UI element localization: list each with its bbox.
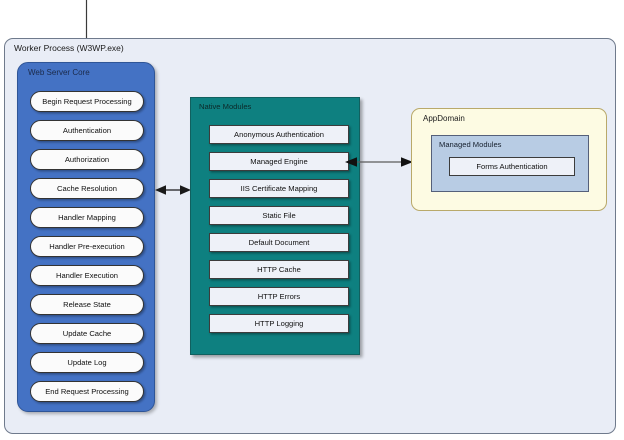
- pipeline-stage-authorization[interactable]: Authorization: [30, 149, 144, 170]
- pipeline-stage-authentication[interactable]: Authentication: [30, 120, 144, 141]
- pipeline-stage-label: End Request Processing: [45, 387, 129, 396]
- native-modules-label: Native Modules: [199, 102, 252, 111]
- pipeline-stage-label: Cache Resolution: [57, 184, 117, 193]
- native-module-http-cache[interactable]: HTTP Cache: [209, 260, 349, 279]
- native-module-http-errors[interactable]: HTTP Errors: [209, 287, 349, 306]
- native-module-label: Managed Engine: [250, 157, 308, 166]
- pipeline-stage-cache-resolution[interactable]: Cache Resolution: [30, 178, 144, 199]
- native-module-iis-certificate-mapping[interactable]: IIS Certificate Mapping: [209, 179, 349, 198]
- managed-module-label: Forms Authentication: [476, 162, 548, 171]
- native-module-label: Anonymous Authentication: [234, 130, 324, 139]
- native-module-label: Default Document: [248, 238, 310, 247]
- pipeline-stage-label: Release State: [63, 300, 111, 309]
- native-module-static-file[interactable]: Static File: [209, 206, 349, 225]
- pipeline-stage-handler-pre-execution[interactable]: Handler Pre-execution: [30, 236, 144, 257]
- pipeline-stage-label: Handler Mapping: [58, 213, 116, 222]
- native-modules-container[interactable]: Native Modules Anonymous Authentication …: [190, 97, 360, 355]
- pipeline-stage-label: Authorization: [64, 155, 110, 164]
- pipeline-stage-end-request-processing[interactable]: End Request Processing: [30, 381, 144, 402]
- app-domain-label: AppDomain: [423, 114, 465, 123]
- pipeline-stage-handler-mapping[interactable]: Handler Mapping: [30, 207, 144, 228]
- native-module-label: Static File: [262, 211, 296, 220]
- native-module-label: HTTP Errors: [257, 292, 301, 301]
- pipeline-stage-begin-request-processing[interactable]: Begin Request Processing: [30, 91, 144, 112]
- native-module-list: Anonymous Authentication Managed Engine …: [209, 125, 349, 341]
- native-module-label: IIS Certificate Mapping: [240, 184, 318, 193]
- pipeline-stage-label: Handler Pre-execution: [49, 242, 125, 251]
- pipeline-stage-label: Begin Request Processing: [42, 97, 132, 106]
- pipeline-stage-label: Update Log: [67, 358, 107, 367]
- web-server-core-label: Web Server Core: [28, 68, 90, 77]
- pipeline-stage-update-log[interactable]: Update Log: [30, 352, 144, 373]
- managed-modules-label: Managed Modules: [439, 140, 502, 149]
- pipeline-stage-list: Begin Request Processing Authentication …: [30, 91, 144, 410]
- native-module-managed-engine[interactable]: Managed Engine: [209, 152, 349, 171]
- native-module-http-logging[interactable]: HTTP Logging: [209, 314, 349, 333]
- native-to-appdomain-arrow: [345, 155, 413, 169]
- pipeline-stage-update-cache[interactable]: Update Cache: [30, 323, 144, 344]
- worker-process-label: Worker Process (W3WP.exe): [14, 43, 124, 53]
- native-module-label: HTTP Logging: [254, 319, 304, 328]
- pipeline-stage-release-state[interactable]: Release State: [30, 294, 144, 315]
- pipeline-stage-handler-execution[interactable]: Handler Execution: [30, 265, 144, 286]
- native-module-anonymous-authentication[interactable]: Anonymous Authentication: [209, 125, 349, 144]
- app-domain-container[interactable]: AppDomain Managed Modules Forms Authenti…: [411, 108, 607, 211]
- pipeline-stage-label: Handler Execution: [55, 271, 119, 280]
- managed-modules-container[interactable]: Managed Modules Forms Authentication: [431, 135, 589, 192]
- pipeline-stage-label: Authentication: [62, 126, 112, 135]
- native-module-label: HTTP Cache: [257, 265, 301, 274]
- managed-module-forms-authentication[interactable]: Forms Authentication: [449, 157, 575, 176]
- pipeline-stage-label: Update Cache: [62, 329, 112, 338]
- web-server-core-container[interactable]: Web Server Core Begin Request Processing…: [17, 62, 155, 412]
- core-to-native-arrow: [155, 183, 191, 197]
- native-module-default-document[interactable]: Default Document: [209, 233, 349, 252]
